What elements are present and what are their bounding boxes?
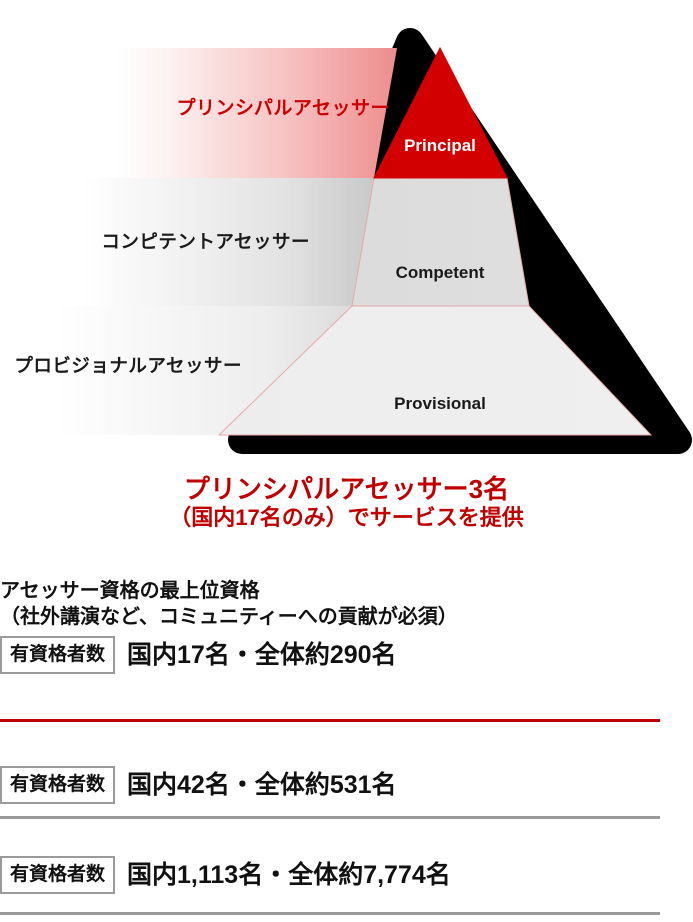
count-row-principal: 有資格者数 国内17名・全体約290名 xyxy=(0,636,693,674)
detail-block-provisional: 有資格者数 国内1,113名・全体約7,774名 xyxy=(0,850,693,894)
pyramid-body xyxy=(217,46,653,436)
tier-label-principal-jp: プリンシパルアセッサー xyxy=(176,98,390,119)
count-tag-provisional: 有資格者数 xyxy=(0,856,116,894)
detail-note-principal-line-1: アセッサー資格の最上位資格 xyxy=(0,580,260,602)
pyramid-graphic xyxy=(55,28,692,454)
headline: プリンシパルアセッサー3名 （国内17名のみ）でサービスを提供 xyxy=(0,474,693,532)
wing-competent xyxy=(82,178,374,306)
divider-red xyxy=(0,719,660,722)
count-row-competent: 有資格者数 国内42名・全体約531名 xyxy=(0,766,693,804)
tier-face-competent xyxy=(351,177,530,307)
count-tag-principal: 有資格者数 xyxy=(0,636,116,674)
count-value-competent: 国内42名・全体約531名 xyxy=(127,770,397,799)
detail-note-principal-line-2: （社外講演など、コミュニティーへの貢献が必須） xyxy=(0,606,458,628)
detail-block-competent: 有資格者数 国内42名・全体約531名 xyxy=(0,760,693,804)
count-value-provisional: 国内1,113名・全体約7,774名 xyxy=(127,860,451,889)
detail-block-principal: アセッサー資格の最上位資格 （社外講演など、コミュニティーへの貢献が必須） 有資… xyxy=(0,578,693,674)
assessor-pyramid-figure: プリンシパルアセッサー コンピテントアセッサー プロビジョナルアセッサー Pri… xyxy=(0,0,693,460)
count-value-principal: 国内17名・全体約290名 xyxy=(127,640,397,669)
tier-label-provisional-en: Provisional xyxy=(394,394,486,413)
divider-gray-upper xyxy=(0,816,660,819)
pyramid-wings xyxy=(55,48,397,435)
tier-label-principal-en: Principal xyxy=(404,136,476,155)
headline-line-2: （国内17名のみ）でサービスを提供 xyxy=(169,505,524,530)
tier-label-competent-jp: コンピテントアセッサー xyxy=(101,231,310,252)
tier-label-provisional-jp: プロビジョナルアセッサー xyxy=(14,355,242,376)
count-tag-competent: 有資格者数 xyxy=(0,766,116,804)
tier-label-competent-en: Competent xyxy=(395,263,485,282)
wing-principal xyxy=(115,48,397,178)
count-row-provisional: 有資格者数 国内1,113名・全体約7,774名 xyxy=(0,856,693,894)
headline-line-1: プリンシパルアセッサー3名 xyxy=(183,474,510,504)
tier-face-principal xyxy=(373,46,508,179)
divider-gray-lower xyxy=(0,912,660,915)
